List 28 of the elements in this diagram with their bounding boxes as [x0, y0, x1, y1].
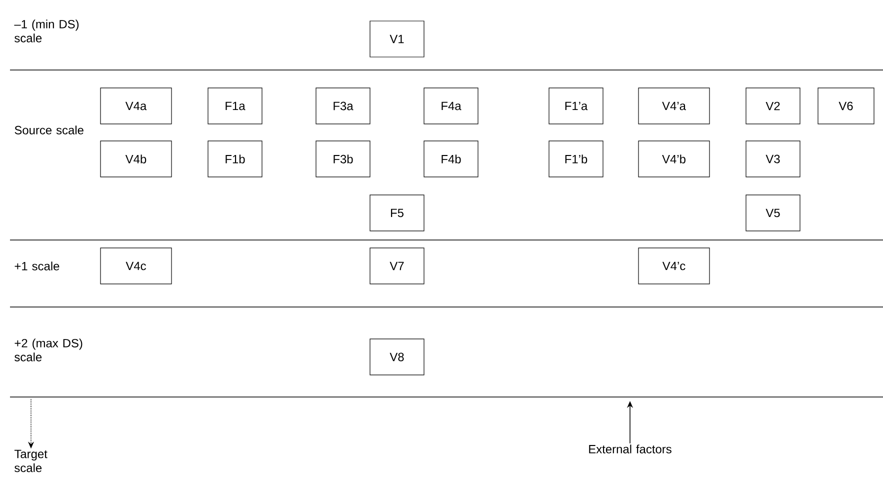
variable-box: V4c — [100, 248, 172, 284]
variable-box: V7 — [370, 248, 424, 284]
variable-box: V4a — [100, 88, 172, 124]
variable-box: V4’a — [638, 88, 710, 124]
variable-box: V8 — [370, 338, 424, 376]
variable-box: V2 — [746, 88, 800, 124]
variable-box: F3a — [316, 88, 370, 124]
variable-box: V6 — [818, 88, 874, 124]
variable-box: F1b — [208, 140, 262, 178]
variable-box: V3 — [746, 140, 800, 178]
row-label: +2 (max DS) scale — [14, 338, 82, 362]
variable-box: V4’c — [638, 248, 710, 284]
variable-box: F1’a — [548, 88, 604, 124]
variable-box: F4b — [424, 140, 478, 178]
variable-box: V1 — [370, 20, 424, 58]
variable-box: F4a — [424, 88, 478, 124]
row-label: +1 scale — [14, 262, 60, 270]
variable-box: V4b — [100, 140, 172, 178]
text-label: Target scale — [14, 450, 48, 472]
variable-box: F5 — [370, 194, 424, 232]
variable-box: V4’b — [638, 140, 710, 178]
variable-box: F3b — [316, 140, 370, 178]
variable-box: F1’b — [548, 140, 604, 178]
variable-box: V5 — [746, 194, 800, 232]
text-label: External factors — [589, 444, 672, 454]
variable-box: F1a — [208, 88, 262, 124]
row-label: Source scale — [14, 126, 84, 134]
row-label: –1 (min DS) scale — [14, 20, 79, 42]
